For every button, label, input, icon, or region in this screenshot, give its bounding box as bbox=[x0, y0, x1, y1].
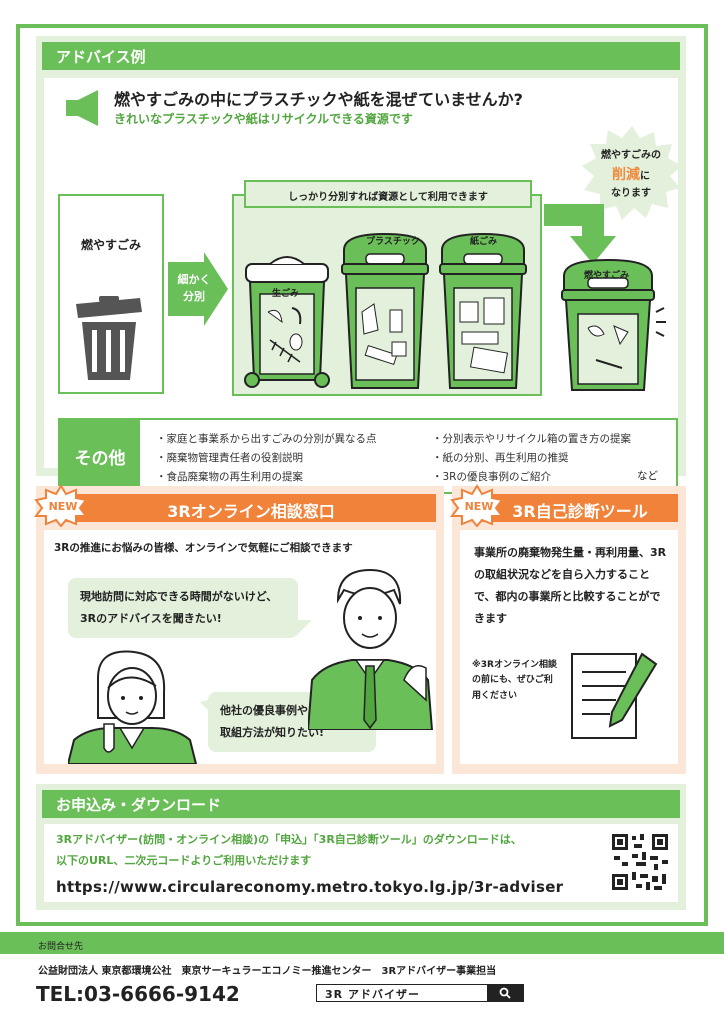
apply-line1: 3Rアドバイザー(訪問・オンライン相談)の「申込」「3R自己診断ツール」のダウン… bbox=[56, 833, 522, 846]
burst-line1: 燃やすごみの bbox=[601, 150, 661, 161]
others-left-list: ・家庭と事業系から出すごみの分別が異なる点 ・廃棄物管理責任者の役割説明 ・食品… bbox=[156, 430, 377, 487]
man-illustration bbox=[308, 568, 434, 730]
footer-bar bbox=[0, 932, 724, 954]
bubble2-line2: 取組方法が知りたい! bbox=[220, 726, 325, 739]
others-item: ・廃棄物管理責任者の役割説明 bbox=[156, 452, 303, 464]
reduction-burst bbox=[582, 126, 682, 220]
online-consult-title: 3Rオンライン相談窓口 bbox=[66, 494, 436, 522]
bin-label-paper: 紙ごみ bbox=[470, 237, 498, 247]
burst-line3: なります bbox=[611, 188, 651, 200]
advice-card: 燃やすごみの中にプラスチックや紙を混ぜていませんか? きれいなプラスチックや紙は… bbox=[44, 78, 682, 494]
others-right-list: ・分別表示やリサイクル箱の置き方の提案 ・紙の分別、再生利用の推奨 ・3Rの優良… bbox=[432, 430, 631, 487]
result-burnable-bin bbox=[561, 258, 666, 391]
speech-bubble-time: 現地訪問に対応できる時間がないけど、 3Rのアドバイスを聞きたい! bbox=[68, 578, 298, 638]
bubble1-line2: 3Rのアドバイスを聞きたい! bbox=[80, 612, 222, 625]
bubble-tail bbox=[200, 698, 216, 718]
burst-text: 燃やすごみの 削減に なります bbox=[582, 148, 680, 202]
speaker-icon bbox=[66, 90, 98, 126]
search-button[interactable] bbox=[487, 985, 523, 1001]
question-title: 燃やすごみの中にプラスチックや紙を混ぜていませんか? bbox=[114, 90, 523, 109]
burst-line2: 削減に bbox=[582, 164, 680, 186]
organization-name: 公益財団法人 東京都環境公社 東京サーキュラーエコノミー推進センター 3Rアドバ… bbox=[38, 966, 497, 977]
others-item: ・紙の分別、再生利用の推奨 bbox=[432, 452, 569, 464]
contact-label: お問合せ先 bbox=[38, 942, 84, 952]
self-diagnosis-description: 事業所の廃棄物発生量・再利用量、3Rの取組状況などを自ら入力することで、都内の事… bbox=[474, 546, 667, 625]
result-bin-label: 燃やすごみ bbox=[584, 271, 630, 281]
apply-title: お申込み・ダウンロード bbox=[42, 790, 680, 818]
bin-label-plastic: プラスチック bbox=[366, 237, 420, 247]
arrow-label-line1: 細かく bbox=[177, 273, 211, 286]
arrow-label-line2: 分別 bbox=[183, 289, 205, 303]
new-badge-text: NEW bbox=[48, 500, 78, 513]
organic-waste-bin bbox=[244, 256, 330, 388]
advice-section: アドバイス例 燃やすごみの中にプラスチックや紙を混ぜていませんか? きれいなプラ… bbox=[36, 36, 686, 494]
search-query: 3R アドバイザー bbox=[325, 988, 420, 1001]
new-badge-text: NEW bbox=[464, 500, 494, 513]
others-item: ・3Rの優良事例のご紹介 bbox=[432, 471, 551, 483]
self-diagnosis-title: 3R自己診断ツール bbox=[482, 494, 678, 522]
bubble-tail bbox=[292, 620, 312, 636]
apply-section: お申込み・ダウンロード 3Rアドバイザー(訪問・オンライン相談)の「申込」「3R… bbox=[36, 784, 686, 910]
apply-url-link[interactable]: https://www.circulareconomy.metro.tokyo.… bbox=[56, 878, 564, 896]
apply-card bbox=[44, 824, 678, 902]
trash-can-icon bbox=[76, 296, 142, 380]
woman-illustration bbox=[68, 650, 198, 764]
qr-code-icon[interactable] bbox=[610, 832, 670, 892]
bubble1-line1: 現地訪問に対応できる時間がないけど、 bbox=[80, 590, 278, 603]
green-down-arrow bbox=[544, 204, 616, 264]
apply-description: 3Rアドバイザー(訪問・オンライン相談)の「申込」「3R自己診断ツール」のダウン… bbox=[56, 830, 522, 872]
new-badge-burst bbox=[34, 484, 88, 528]
telephone-number[interactable]: TEL:03-6666-9142 bbox=[36, 982, 240, 1006]
self-diagnosis-note: ※3Rオンライン相談の前にも、ぜひご利用ください bbox=[472, 660, 557, 701]
others-etc: など bbox=[637, 470, 658, 482]
online-consult-card: 3Rの推進にお悩みの皆様、オンラインで気軽にご相談できます 現地訪問に対応できる… bbox=[44, 530, 436, 764]
burnable-trash-box: 燃やすごみ bbox=[58, 194, 164, 394]
sort-arrow-label: 細かく 分別 bbox=[172, 272, 216, 305]
advice-title: アドバイス例 bbox=[42, 42, 680, 70]
apply-line2: 以下のURL、二次元コードよりご利用いただけます bbox=[56, 853, 312, 867]
sort-arrow bbox=[168, 252, 228, 326]
others-item: ・家庭と事業系から出すごみの分別が異なる点 bbox=[156, 433, 377, 445]
plastic-bin bbox=[341, 232, 429, 389]
others-label: その他 bbox=[60, 420, 140, 492]
search-icon bbox=[499, 987, 511, 999]
paper-bin bbox=[439, 232, 527, 389]
others-item: ・分別表示やリサイクル箱の置き方の提案 bbox=[432, 433, 631, 445]
search-box[interactable]: 3R アドバイザー bbox=[316, 984, 524, 1002]
separated-bins-header: しっかり分別すれば資源として利用できます bbox=[244, 180, 532, 208]
question-subtitle: きれいなプラスチックや紙はリサイクルできる資源です bbox=[114, 112, 413, 126]
online-consult-section: 3Rオンライン相談窓口 NEW 3Rの推進にお悩みの皆様、オンラインで気軽にご相… bbox=[34, 484, 444, 774]
online-consult-intro: 3Rの推進にお悩みの皆様、オンラインで気軽にご相談できます bbox=[54, 542, 353, 554]
bin-label-organic: 生ごみ bbox=[272, 289, 300, 299]
others-box: その他 ・家庭と事業系から出すごみの分別が異なる点 ・廃棄物管理責任者の役割説明… bbox=[58, 418, 678, 494]
self-diagnosis-section: 3R自己診断ツール NEW 事業所の廃棄物発生量・再利用量、3Rの取組状況などを… bbox=[450, 484, 686, 774]
self-diagnosis-card: 事業所の廃棄物発生量・再利用量、3Rの取組状況などを自ら入力することで、都内の事… bbox=[460, 530, 678, 764]
burst-after: に bbox=[640, 171, 650, 182]
others-item: ・食品廃棄物の再生利用の提案 bbox=[156, 471, 303, 483]
burst-emphasis: 削減 bbox=[612, 167, 640, 183]
document-pen-icon bbox=[571, 652, 658, 739]
new-badge-burst bbox=[450, 484, 504, 528]
burnable-label: 燃やすごみ bbox=[80, 238, 141, 252]
